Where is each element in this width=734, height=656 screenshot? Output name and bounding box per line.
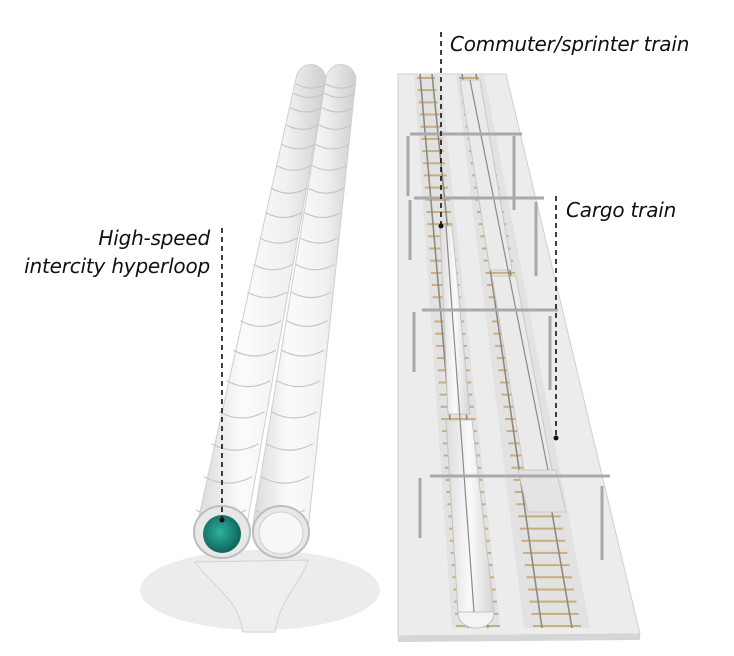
tube-joint xyxy=(312,165,347,171)
tube-joint xyxy=(265,212,303,219)
hyperloop-label-line1: High-speed xyxy=(98,226,210,250)
tube-joint xyxy=(260,475,310,484)
commuter-train xyxy=(439,225,495,629)
tube-joint xyxy=(295,83,327,89)
catenary-portals xyxy=(406,132,610,560)
tube-joint xyxy=(265,443,314,451)
tube-joint xyxy=(271,411,318,419)
tube-joint xyxy=(203,475,253,484)
cargo-train xyxy=(459,79,567,513)
hyperloop-pylon xyxy=(194,559,309,633)
hyperloop-label-line2: intercity hyperloop xyxy=(24,254,210,278)
tube-joint xyxy=(321,107,354,113)
leader-dot-cargo xyxy=(553,435,559,441)
tube-joint xyxy=(286,124,319,130)
tube-joint xyxy=(290,107,322,113)
tube-joint xyxy=(295,263,335,271)
tube-joint xyxy=(233,349,277,357)
tube-joint xyxy=(300,237,338,244)
tube-joint xyxy=(226,380,271,388)
tube-joint xyxy=(315,143,350,150)
tube-joint xyxy=(318,124,352,130)
commuter-nose xyxy=(457,611,495,629)
tube-joint xyxy=(271,187,307,194)
tube-joint xyxy=(325,83,357,89)
cargo-car xyxy=(517,469,567,513)
tube-joint xyxy=(218,411,265,419)
cargo-train-label: Cargo train xyxy=(566,198,677,222)
tube-joint xyxy=(253,263,293,271)
tube-joint xyxy=(211,443,259,451)
tube-joint xyxy=(246,291,288,299)
tube-joint xyxy=(281,349,325,357)
tube-joint xyxy=(276,165,311,171)
tube-joint xyxy=(281,143,315,150)
leader-lines xyxy=(221,32,557,520)
tube-joint xyxy=(293,92,325,99)
hyperloop-pod xyxy=(203,515,241,553)
leader-dots xyxy=(219,223,559,523)
commuter-train-label: Commuter/sprinter train xyxy=(450,32,690,56)
commuter-car xyxy=(439,225,471,415)
tube-joint xyxy=(286,320,328,327)
tube-joint xyxy=(304,212,341,219)
leader-dot-hyperloop xyxy=(219,517,225,523)
tube-joint xyxy=(240,320,282,327)
hyperloop-structure xyxy=(193,64,357,633)
tube-joint xyxy=(308,187,344,194)
tube-joint xyxy=(324,92,356,99)
hyperloop-tube-joints xyxy=(195,83,357,518)
tube-joint xyxy=(291,291,332,299)
hyperloop-label: High-speed intercity hyperloop xyxy=(24,224,210,280)
tube-joint xyxy=(259,237,298,244)
tube-joint xyxy=(276,380,321,388)
leader-dot-commuter xyxy=(438,223,444,229)
